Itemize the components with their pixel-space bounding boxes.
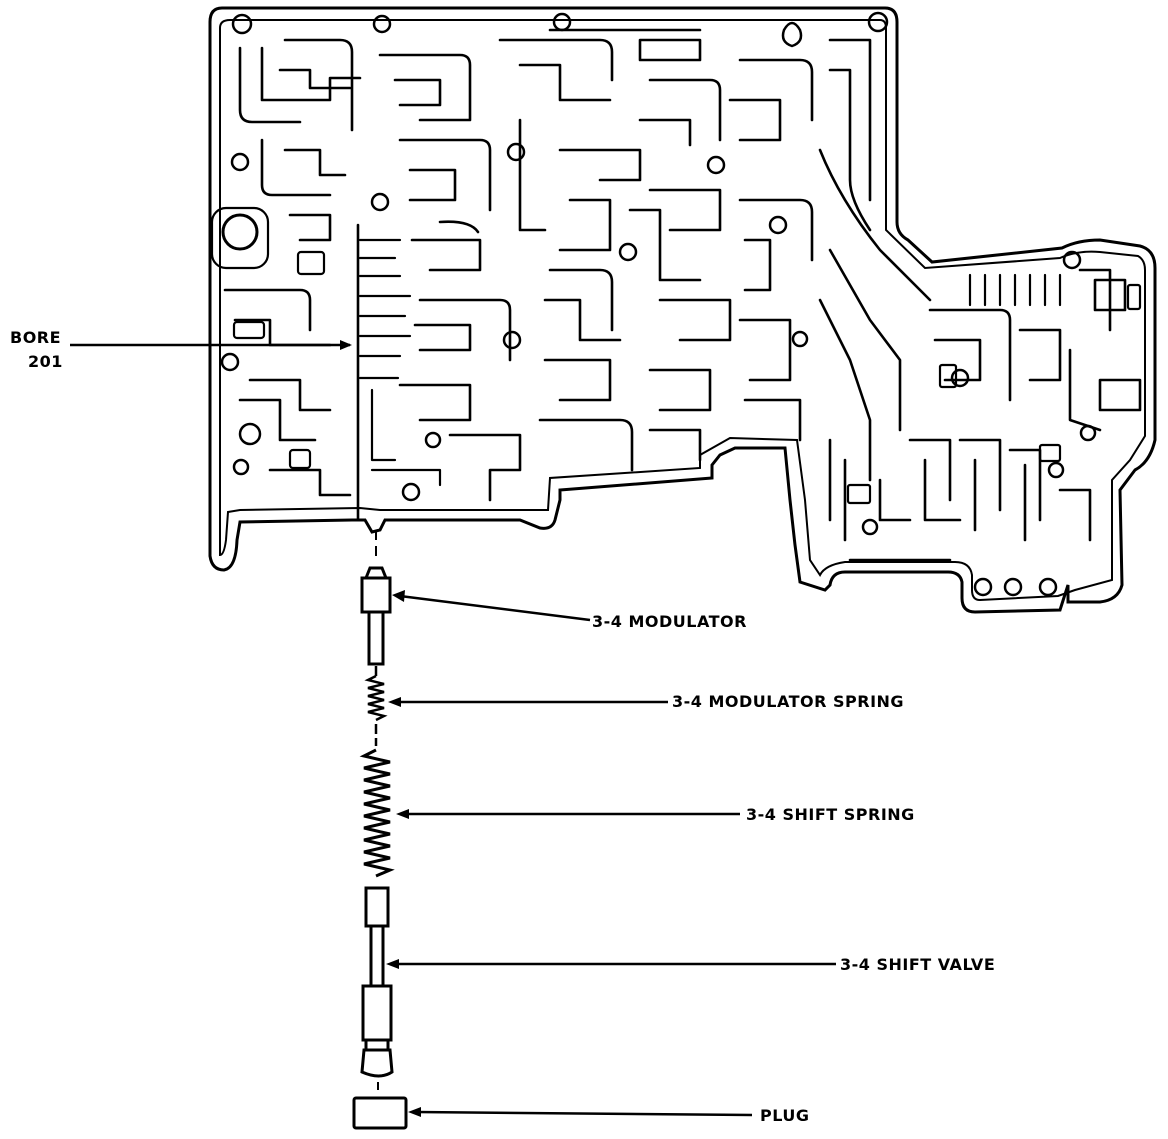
shift-spring-arrowhead [396,809,409,819]
shift-valve-part [360,886,394,1078]
plug-arrowhead [408,1107,421,1117]
oil-channels [210,28,1142,562]
plug-leader [415,1110,753,1117]
leader-lines [70,340,836,1117]
modulator-spring-label: 3-4 MODULATOR SPRING [672,692,905,711]
bolt-holes [220,11,1097,597]
plug-part [352,1082,408,1130]
modulator-part [360,566,392,666]
modulator-label: 3-4 MODULATOR [592,612,747,631]
bore-arrowhead [340,340,352,350]
plug-label: PLUG [760,1106,810,1125]
modulator-leader [399,594,591,622]
modulator-spring-arrowhead [388,697,401,707]
valve-train [352,530,408,1130]
modulator-arrowhead [392,590,405,602]
modulator-spring-part [364,666,388,746]
shift-valve-label: 3-4 SHIFT VALVE [840,955,996,974]
bore-number-label: 201 [28,352,63,371]
shift-spring-part [359,748,395,878]
bore-label: BORE [10,328,62,347]
shift-valve-arrowhead [386,959,399,969]
shift-spring-label: 3-4 SHIFT SPRING [746,805,915,824]
